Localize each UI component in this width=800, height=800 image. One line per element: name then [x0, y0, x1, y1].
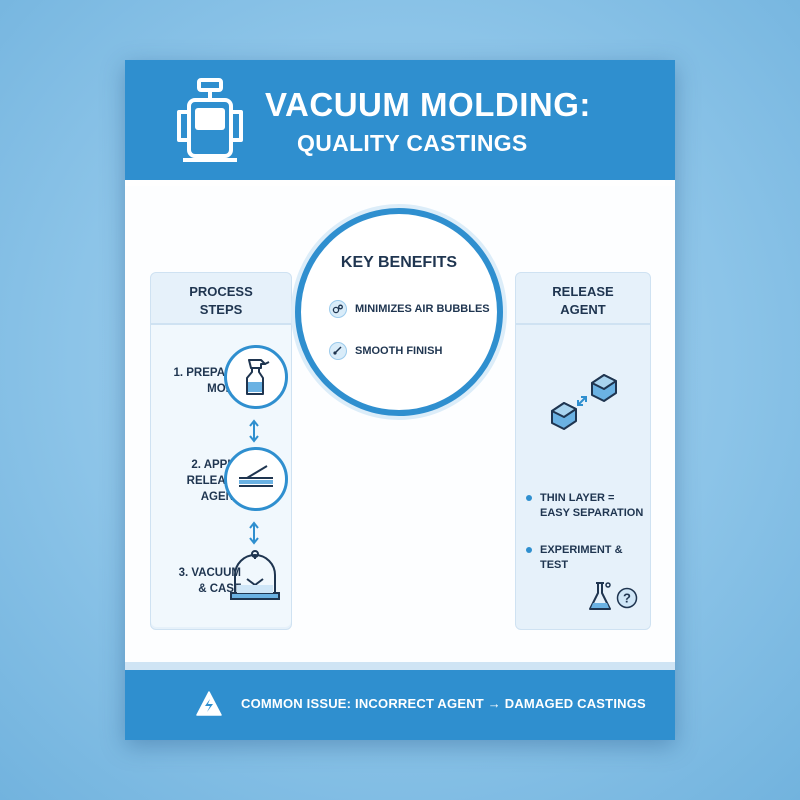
bullet-text: THIN LAYER = EASY SEPARATION — [540, 492, 644, 519]
benefit-air-bubbles: MINIMIZES AIR BUBBLES — [329, 300, 490, 318]
benefit-label: MINIMIZES AIR BUBBLES — [355, 303, 490, 315]
layers-icon — [239, 465, 273, 487]
bullet-dot — [526, 495, 532, 501]
svg-text:?: ? — [623, 591, 631, 606]
flask-icon — [589, 582, 611, 610]
infographic-poster: VACUUM MOLDING: QUALITY CASTINGS PROCESS… — [125, 60, 675, 740]
footer-banner: COMMON ISSUE: INCORRECT AGENT → DAMAGED … — [125, 670, 675, 740]
release-agent-body: THIN LAYER = EASY SEPARATION EXPERIMENT … — [516, 325, 650, 627]
bubbles-icon — [329, 300, 347, 318]
vacuum-machine-icon — [177, 78, 243, 162]
bullet-thin-layer: THIN LAYER = EASY SEPARATION — [526, 491, 643, 521]
benefit-smooth-finish: SMOOTH FINISH — [329, 342, 442, 360]
common-issue-text: COMMON ISSUE: INCORRECT AGENT → DAMAGED … — [241, 696, 646, 711]
vacuum-bell-jar-icon — [230, 550, 280, 600]
header-divider — [125, 180, 675, 186]
footer-divider — [125, 662, 675, 670]
process-steps-body: 1. PREPARE MOLD 2. APPLY RELEASE AGENT — [151, 325, 291, 627]
warning-icon — [196, 691, 222, 716]
page-title: VACUUM MOLDING: — [265, 86, 591, 123]
release-agent-header: RELEASE AGENT — [516, 273, 650, 325]
bullet-experiment: EXPERIMENT & TEST — [526, 543, 650, 573]
smooth-icon — [329, 342, 347, 360]
key-benefits-title: KEY BENEFITS — [340, 254, 458, 271]
step-2-circle — [224, 447, 288, 511]
process-steps-panel: PROCESS STEPS 1. PREPARE MOLD 2. APPLY R… — [150, 272, 292, 630]
bullet-dot — [526, 547, 532, 553]
process-steps-header: PROCESS STEPS — [151, 273, 291, 325]
page-subtitle: QUALITY CASTINGS — [297, 130, 528, 156]
question-icon: ? — [616, 587, 638, 609]
step-1-circle — [224, 345, 288, 409]
benefit-label: SMOOTH FINISH — [355, 345, 443, 357]
step-arrow-2 — [249, 521, 259, 545]
spray-bottle-icon — [246, 359, 270, 395]
step-arrow-1 — [249, 419, 259, 443]
release-agent-panel: RELEASE AGENT THIN LAYER = EASY SEPARATI… — [515, 272, 651, 630]
key-benefits-circle: KEY BENEFITS MINIMIZES AIR BUBBLES SMOOT… — [295, 208, 503, 416]
process-steps-title: PROCESS STEPS — [189, 284, 253, 317]
bullet-text: EXPERIMENT & TEST — [540, 544, 623, 571]
header-banner: VACUUM MOLDING: QUALITY CASTINGS — [125, 60, 675, 180]
release-agent-title: RELEASE AGENT — [552, 284, 614, 317]
separating-blocks-icon — [551, 374, 617, 430]
